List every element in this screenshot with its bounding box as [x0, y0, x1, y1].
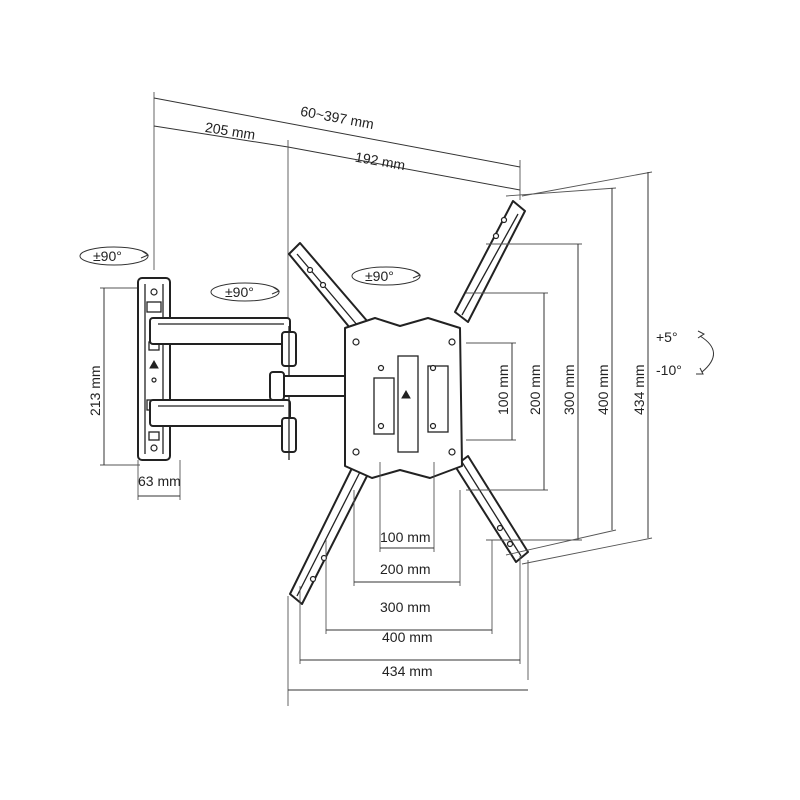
- wall-plate-width-dimension: 63 mm: [137, 460, 181, 500]
- wall-plate-height-label: 213 mm: [87, 365, 103, 416]
- plate-rotate-annotation: ±90°: [351, 266, 422, 286]
- wall-swivel-annotation: ±90°: [79, 246, 150, 266]
- arm-outer-label: 192 mm: [354, 149, 407, 174]
- vesa-h-100-label: 100 mm: [380, 529, 431, 545]
- vesa-v-300-label: 300 mm: [561, 364, 577, 415]
- vesa-v-400-label: 400 mm: [595, 364, 611, 415]
- vesa-horizontal-dimensions: 100 mm 200 mm 300 mm 400 mm 434 mm: [287, 462, 529, 706]
- tilt-annotation: +5° -10°: [656, 329, 714, 378]
- wall-plate-width-label: 63 mm: [138, 473, 181, 489]
- wall-swivel-label: ±90°: [93, 248, 122, 264]
- plate-rotate-label: ±90°: [365, 268, 394, 284]
- wall-plate-height-dimension: 213 mm: [87, 287, 140, 466]
- swing-arm: [149, 317, 365, 460]
- tilt-down-label: -10°: [656, 362, 682, 378]
- arm-inner-dimension: 205 mm: [153, 119, 289, 332]
- arm-inner-label: 205 mm: [204, 119, 256, 143]
- mounting-bracket: [288, 200, 529, 605]
- arm-outer-dimension: 192 mm: [287, 146, 521, 191]
- vesa-v-434-label: 434 mm: [631, 364, 647, 415]
- vesa-h-400-label: 400 mm: [382, 629, 433, 645]
- vesa-h-300-label: 300 mm: [380, 599, 431, 615]
- wall-plate: [137, 277, 171, 461]
- vesa-v-200-label: 200 mm: [527, 364, 543, 415]
- arm-swivel-label: ±90°: [225, 284, 254, 300]
- vesa-v-100-label: 100 mm: [495, 364, 511, 415]
- tilt-up-label: +5°: [656, 329, 678, 345]
- vesa-vertical-dimensions: 100 mm 200 mm 300 mm 400 mm 434 mm: [466, 171, 653, 565]
- vesa-h-200-label: 200 mm: [380, 561, 431, 577]
- vesa-h-434-label: 434 mm: [382, 663, 433, 679]
- arm-swivel-annotation: ±90°: [210, 282, 281, 302]
